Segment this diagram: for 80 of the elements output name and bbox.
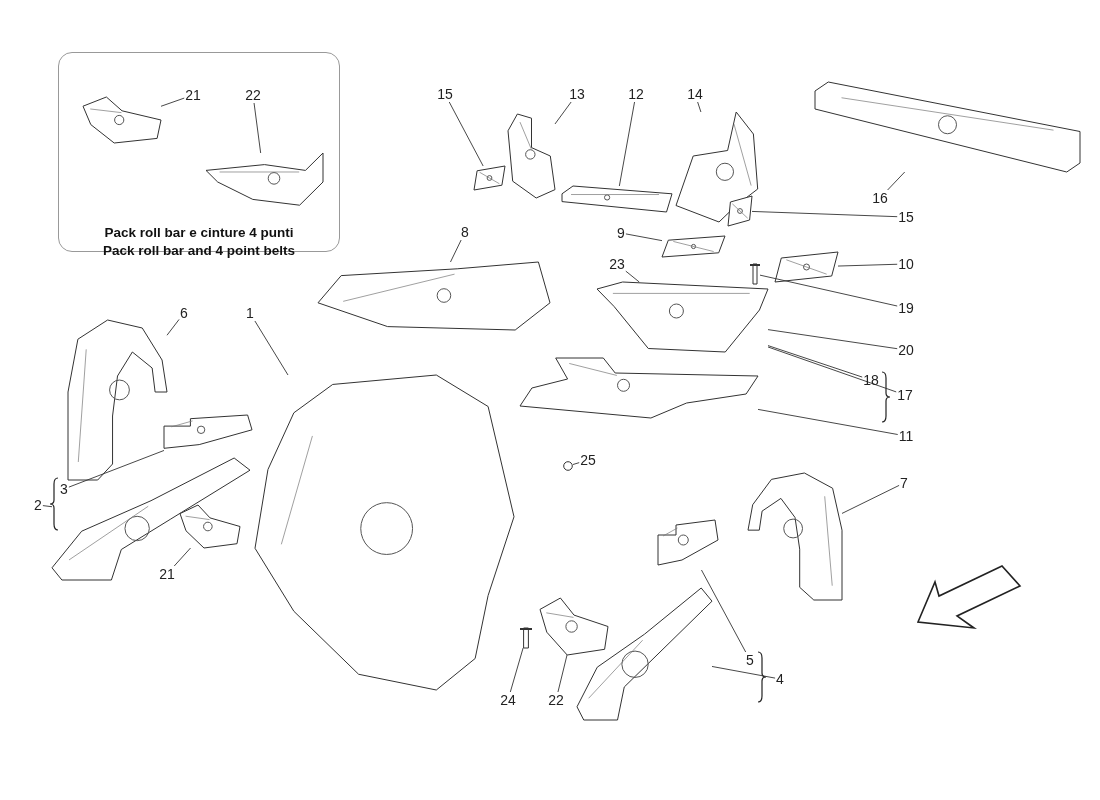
callout-number: 13 <box>568 86 586 102</box>
floor-panel-drawing <box>520 358 758 418</box>
leader-line <box>837 263 898 267</box>
callout-number: 17 <box>896 387 914 403</box>
leader-line <box>554 101 572 125</box>
callout-number: 24 <box>499 692 517 708</box>
washer-drawing <box>563 461 573 471</box>
leader-line <box>173 547 191 567</box>
plate-drawing <box>728 196 752 226</box>
callout-number: 7 <box>899 475 909 491</box>
callout-number: 14 <box>686 86 704 102</box>
plate-drawing <box>474 166 505 190</box>
callout-number: 9 <box>616 225 626 241</box>
leader-line <box>254 320 289 376</box>
rear-floor-body-drawing <box>255 375 514 690</box>
wheel-arch-drawing <box>68 320 167 480</box>
leader-line <box>160 97 185 107</box>
leader-line <box>572 462 580 465</box>
leader-line <box>701 569 747 653</box>
leader-line <box>166 318 180 336</box>
leader-line <box>42 505 53 508</box>
bolt-drawing <box>750 264 760 284</box>
side-rail-drawing <box>577 588 712 720</box>
callout-number: 19 <box>897 300 915 316</box>
inset-caption: Pack roll bar and 4 point belts <box>101 243 296 258</box>
callout-number: 6 <box>179 305 189 321</box>
leader-line <box>618 101 635 187</box>
leader-line <box>751 211 898 218</box>
callout-number: 1 <box>245 305 255 321</box>
callout-number: 15 <box>436 86 454 102</box>
box-section-drawing <box>164 415 252 452</box>
leader-line <box>253 102 262 154</box>
leader-line <box>767 345 863 378</box>
wheel-arch-drawing <box>748 473 842 600</box>
bracket-drawing <box>83 97 161 143</box>
leader-line <box>767 346 897 393</box>
bumper-beam-drawing <box>815 82 1080 172</box>
panel-drawing <box>662 236 725 257</box>
leader-line <box>711 666 776 679</box>
leader-line <box>509 647 524 693</box>
callout-number: 16 <box>871 190 889 206</box>
leader-line <box>450 239 462 263</box>
leader-line <box>759 274 898 307</box>
bracket-drawing <box>180 505 240 548</box>
callout-number: 18 <box>862 372 880 388</box>
callout-number: 22 <box>244 87 262 103</box>
callout-number: 15 <box>897 209 915 225</box>
callout-number: 21 <box>184 87 202 103</box>
crossmember-drawing <box>562 186 672 212</box>
inset-caption: Pack roll bar e cinture 4 punti <box>103 225 295 240</box>
screw-drawing <box>520 628 532 648</box>
panel-drawing <box>775 252 838 282</box>
leader-line <box>625 270 640 283</box>
spare-wheel-tub-drawing <box>597 282 768 352</box>
leader-line <box>697 101 702 113</box>
callout-number: 8 <box>460 224 470 240</box>
leader-line <box>68 450 165 488</box>
parcel-shelf-drawing <box>318 262 550 330</box>
callout-number: 2 <box>33 497 43 513</box>
leader-line <box>887 171 906 191</box>
callout-number: 25 <box>579 452 597 468</box>
callout-number: 20 <box>897 342 915 358</box>
callout-number: 21 <box>158 566 176 582</box>
callout-number: 23 <box>608 256 626 272</box>
bracket-drawing <box>540 598 608 655</box>
leader-line <box>448 101 484 167</box>
callout-number: 22 <box>547 692 565 708</box>
leader-line <box>841 484 900 514</box>
callout-number: 4 <box>775 671 785 687</box>
leader-line <box>625 233 663 242</box>
callout-number: 12 <box>627 86 645 102</box>
leader-line <box>767 329 898 350</box>
callout-number: 5 <box>745 652 755 668</box>
side-rail-drawing <box>52 458 250 580</box>
callout-number: 3 <box>59 481 69 497</box>
leader-line <box>557 654 568 693</box>
leader-line <box>757 408 899 435</box>
callout-number: 11 <box>897 428 915 444</box>
callout-number: 10 <box>897 256 915 272</box>
pillar-drawing <box>508 114 555 198</box>
